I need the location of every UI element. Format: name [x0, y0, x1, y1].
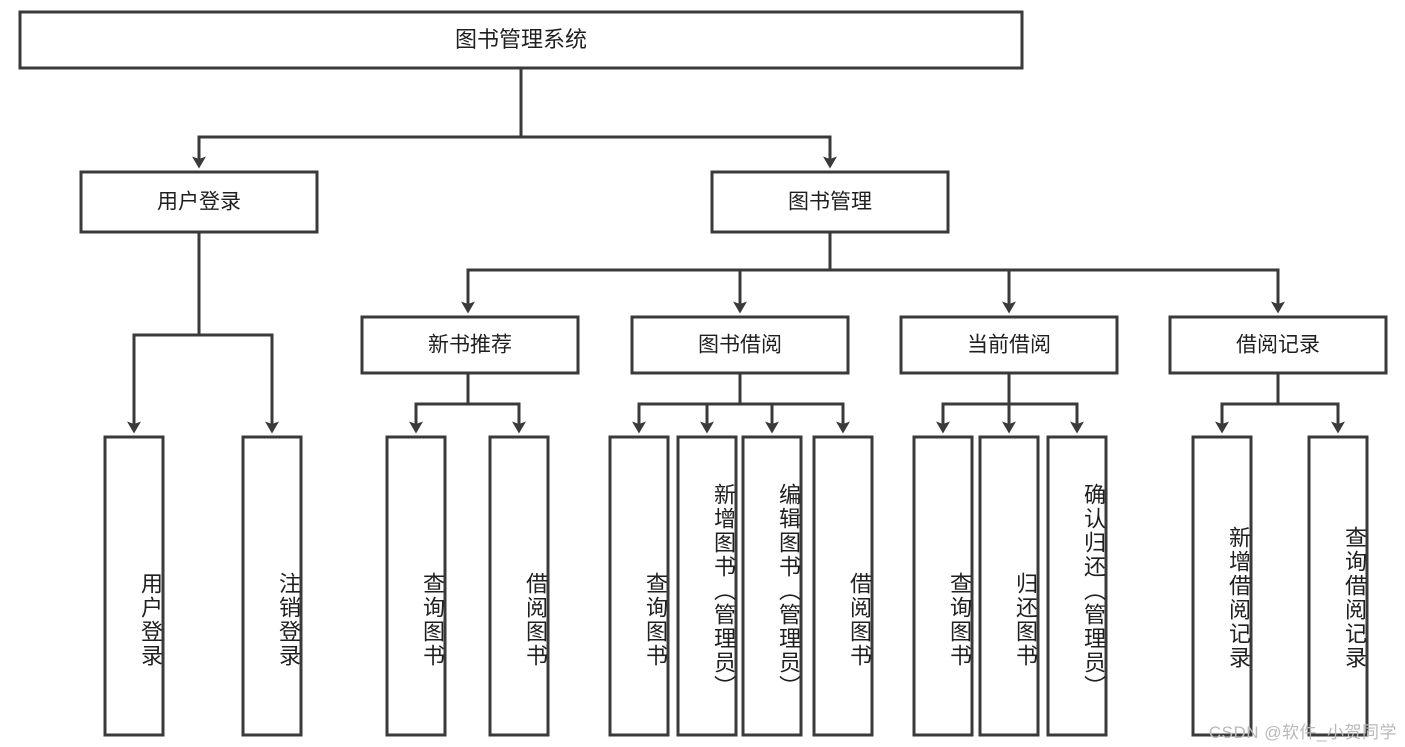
connector-records-to-leaves: [1215, 371, 1345, 434]
leaf-logout-box[interactable]: [241, 435, 303, 737]
leaf-confirm-return-box[interactable]: [1046, 435, 1108, 737]
node-root-label: 图书管理系统: [455, 27, 587, 52]
leaf-query-book-bb-box[interactable]: [608, 435, 670, 737]
node-borrow-records-box[interactable]: [1168, 315, 1388, 375]
leaf-query-book-cb-box[interactable]: [912, 435, 974, 737]
leaf-user-login-box[interactable]: [103, 435, 165, 737]
connector-current-to-leaves: [936, 371, 1084, 434]
leaf-return-book-box[interactable]: [978, 435, 1040, 737]
connector-newbook-to-leaves: [409, 371, 526, 434]
connector-userlogin-to-leaves: [127, 230, 279, 434]
node-user-login-box[interactable]: [79, 170, 319, 234]
node-book-management-box[interactable]: [710, 170, 950, 234]
leaf-add-book-box[interactable]: [676, 435, 738, 737]
leaf-add-record-box[interactable]: [1191, 435, 1253, 737]
node-user-login-label: 用户登录: [157, 191, 241, 214]
leaf-edit-book-box[interactable]: [741, 435, 803, 737]
node-current-borrow-label: 当前借阅: [967, 334, 1051, 357]
node-book-management-label: 图书管理: [788, 191, 872, 214]
node-book-borrow-label: 图书借阅: [698, 334, 782, 357]
connector-bookmgmt-to-level2: [461, 230, 1285, 314]
node-current-borrow-box[interactable]: [899, 315, 1119, 375]
leaf-query-record-box[interactable]: [1307, 435, 1369, 737]
node-new-book-recommend-label: 新书推荐: [428, 334, 512, 357]
connector-bookborrow-to-leaves: [632, 371, 850, 434]
node-new-book-recommend-box[interactable]: [360, 315, 580, 375]
watermark-text: CSDN @软件_小贺同学: [1208, 723, 1397, 742]
leaf-borrow-book-nb-box[interactable]: [488, 435, 550, 737]
node-book-borrow-box[interactable]: [630, 315, 850, 375]
leaf-query-book-nb-box[interactable]: [385, 435, 447, 737]
node-root-box[interactable]: [18, 10, 1024, 70]
node-borrow-records-label: 借阅记录: [1236, 334, 1320, 357]
connector-root-to-level1: [192, 66, 837, 169]
leaf-borrow-book-bb-box[interactable]: [812, 435, 874, 737]
